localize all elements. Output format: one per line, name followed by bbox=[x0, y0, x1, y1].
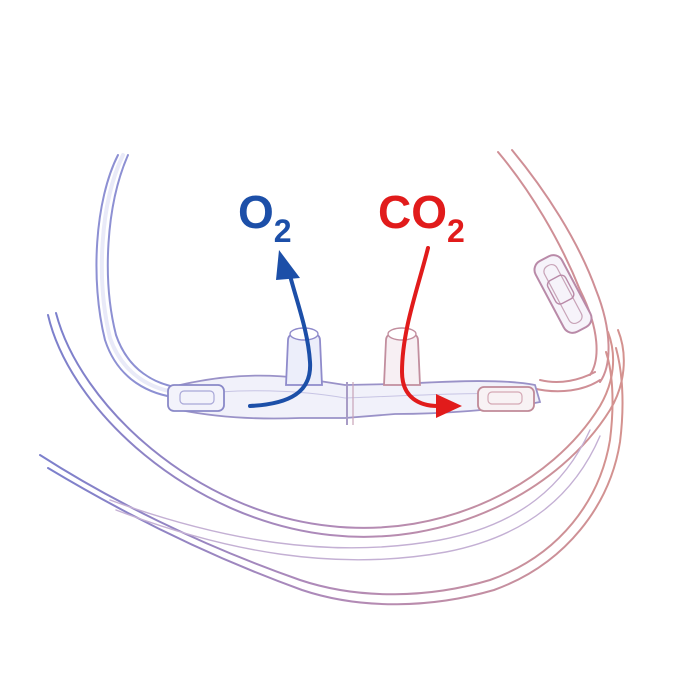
co2-label-main: CO bbox=[378, 186, 447, 238]
o2-label-sub: 2 bbox=[274, 213, 292, 249]
co2-arrowhead bbox=[436, 394, 462, 418]
o2-label-main: O bbox=[238, 186, 274, 238]
o2-label: O2 bbox=[238, 186, 292, 249]
left-tube bbox=[95, 153, 183, 399]
o2-flow-arrow bbox=[248, 266, 313, 408]
right-end-cap bbox=[477, 386, 535, 412]
co2-flow-arrow bbox=[399, 246, 440, 408]
lower-tubing bbox=[39, 312, 625, 606]
co2-label: CO2 bbox=[378, 186, 465, 249]
tube-connector bbox=[533, 254, 593, 334]
co2-label-sub: 2 bbox=[447, 213, 465, 249]
left-end-cap bbox=[167, 384, 225, 412]
left-prong bbox=[285, 327, 323, 386]
o2-arrowhead bbox=[276, 250, 300, 280]
